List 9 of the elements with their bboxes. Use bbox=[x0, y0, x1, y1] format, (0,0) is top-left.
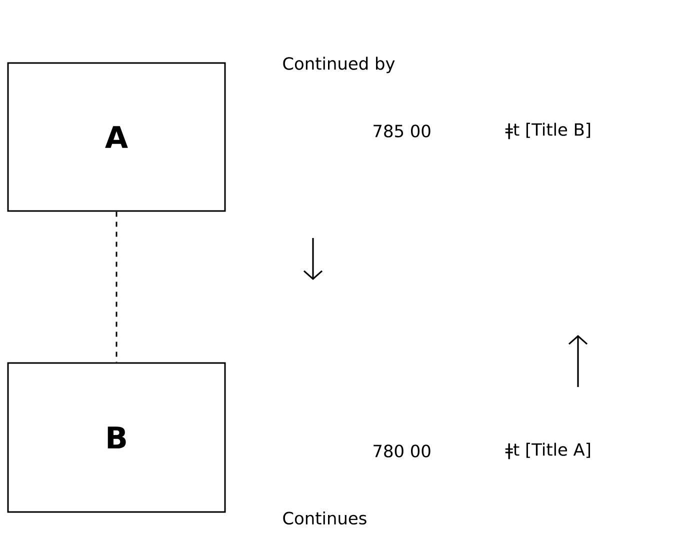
label-text: Continued by bbox=[283, 56, 395, 74]
label-text: 785 00 bbox=[374, 124, 430, 138]
label-text: ǂt [Title B] bbox=[505, 122, 590, 140]
label-text: ǂt [Title A] bbox=[505, 442, 590, 460]
box: A bbox=[7, 62, 226, 212]
box: B bbox=[7, 362, 226, 513]
label-text: Continues bbox=[283, 511, 366, 525]
dashed-line bbox=[116, 212, 118, 362]
label-text: 780 00 bbox=[374, 444, 430, 458]
